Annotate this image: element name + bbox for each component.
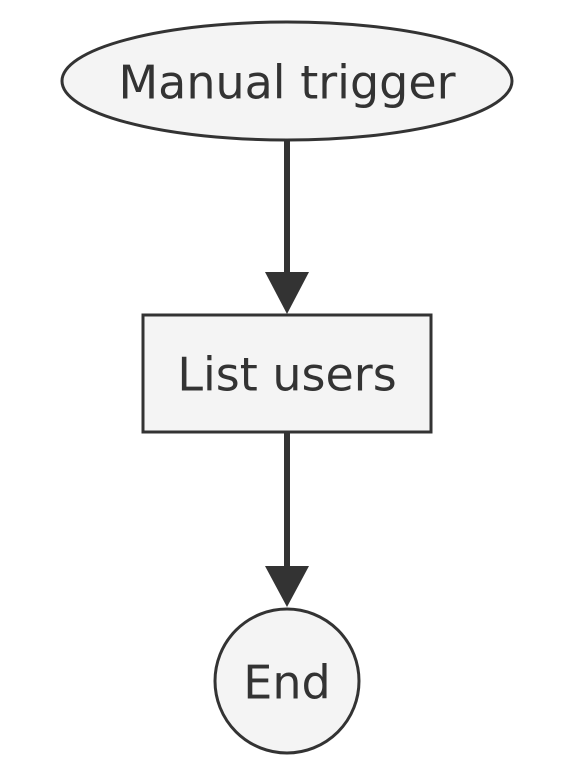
node-shape-circle <box>213 607 361 755</box>
node-shape-ellipse <box>60 20 514 142</box>
arrowhead-down-icon <box>265 566 309 607</box>
node-label: List users <box>177 348 396 402</box>
arrowhead-down-icon <box>265 272 309 314</box>
node-label: Manual trigger <box>118 56 455 110</box>
node-end[interactable]: End <box>213 607 361 755</box>
node-label: End <box>243 656 330 710</box>
node-shape-rectangle <box>141 313 433 434</box>
node-list-users[interactable]: List users <box>141 313 433 434</box>
node-manual-trigger[interactable]: Manual trigger <box>60 20 514 142</box>
edge-list-users-to-end <box>265 433 309 607</box>
edge-start-to-list-users <box>265 140 309 314</box>
